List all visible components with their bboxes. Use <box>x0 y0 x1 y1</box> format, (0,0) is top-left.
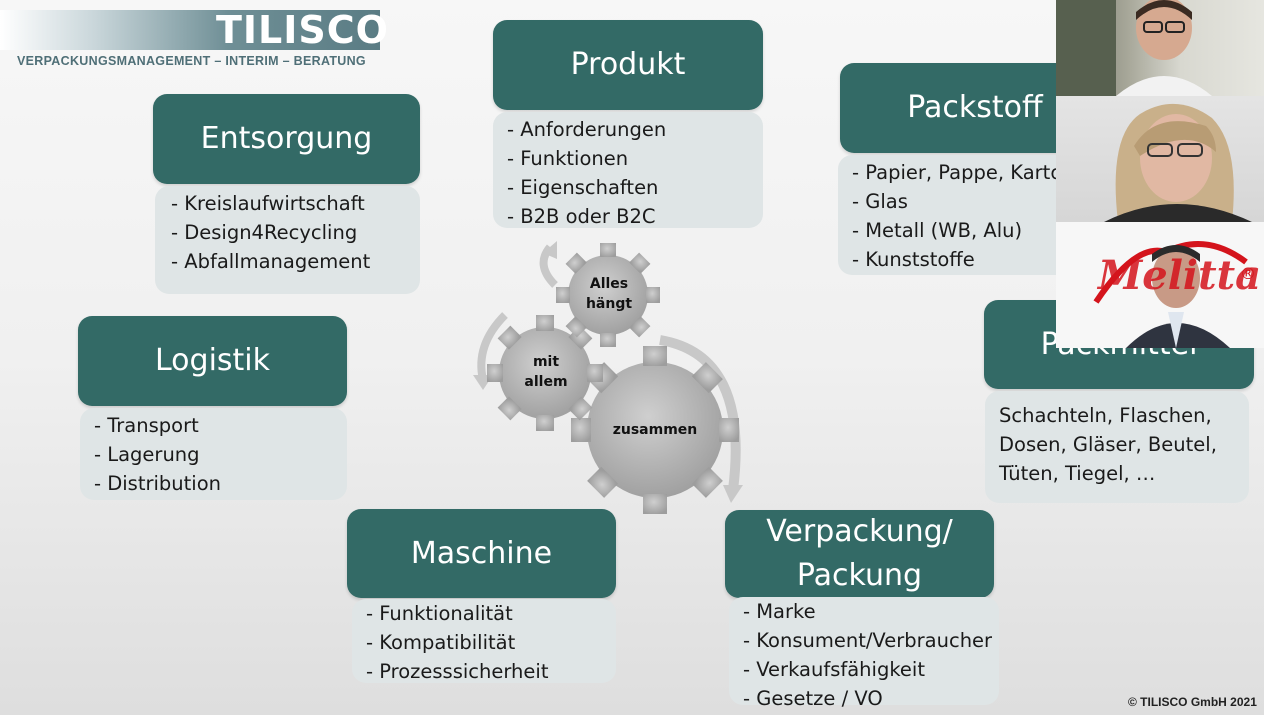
gear-label-top-line2: hängt <box>585 296 633 312</box>
packstoff-title: Packstoff <box>907 90 1043 125</box>
cycle-arrow-right <box>659 335 741 491</box>
list-item: - Kunststoffe <box>852 248 975 271</box>
list-item: - Kompatibilität <box>366 631 516 654</box>
gears-graphic <box>473 241 743 514</box>
participant-avatar <box>1093 241 1248 348</box>
list-item: - Papier, Pappe, Karto <box>852 161 1063 184</box>
arrow-head-top <box>543 241 557 259</box>
list-item: Tüten, Tiegel, … <box>999 462 1156 485</box>
logo-banner <box>0 10 380 50</box>
verpackung-list: - Marke - Konsument/Verbraucher - Verkau… <box>729 597 999 710</box>
maschine-list: - Funktionalität - Kompatibilität - Proz… <box>352 599 616 683</box>
gear-label-left: mit allem <box>515 352 577 392</box>
list-item: - Kreislaufwirtschaft <box>171 192 365 215</box>
participant-avatar <box>1056 0 1212 96</box>
entsorgung-title: Entsorgung <box>200 121 373 156</box>
list-item: - Metall (WB, Alu) <box>852 219 1023 242</box>
verpackung-title-line2: Packung <box>796 558 923 593</box>
verpackung-title-line1: Verpackung/ <box>766 514 953 549</box>
gear-top <box>556 243 660 347</box>
logistik-list: - Transport - Lagerung - Distribution <box>80 408 347 500</box>
video-tile-1[interactable] <box>1056 0 1264 96</box>
maschine-title: Maschine <box>410 535 553 571</box>
list-item: - Konsument/Verbraucher <box>743 629 993 652</box>
list-item: Dosen, Gläser, Beutel, <box>999 433 1217 456</box>
list-item: - Eigenschaften <box>507 176 659 199</box>
gear-label-left-line2: allem <box>524 374 568 390</box>
logistik-title: Logistik <box>154 343 271 378</box>
list-item: - Glas <box>852 190 908 213</box>
packstoff-list: - Papier, Pappe, Karto - Glas - Metall (… <box>838 155 1078 275</box>
cycle-arrow-left <box>477 312 508 381</box>
gear-label-left-line1: mit <box>532 354 560 370</box>
entsorgung-header: Entsorgung <box>153 94 420 184</box>
video-tile-3[interactable]: Melitta ® <box>1056 222 1264 348</box>
gear-label-top-line1: Alles <box>589 276 629 292</box>
arrow-head-right <box>723 485 743 503</box>
entsorgung-list: - Kreislaufwirtschaft - Design4Recycling… <box>155 186 420 294</box>
list-item: - Design4Recycling <box>171 221 358 244</box>
produkt-header: Produkt <box>493 20 763 110</box>
gear-label-big-text: zusammen <box>612 422 698 438</box>
list-item: - Anforderungen <box>507 118 667 141</box>
list-item: - Funktionen <box>507 147 629 170</box>
gear-label-big: zusammen <box>605 420 705 440</box>
list-item: - Marke <box>743 600 816 623</box>
brand-tagline: VERPACKUNGSMANAGEMENT – INTERIM – BERATU… <box>17 54 366 68</box>
copyright-notice: © TILISCO GmbH 2021 <box>1128 695 1257 709</box>
registered-mark: ® <box>1240 264 1256 283</box>
list-item: - Distribution <box>94 472 221 495</box>
list-item: - Transport <box>94 414 199 437</box>
verpackung-header: Verpackung/ Packung <box>725 510 994 598</box>
maschine-header: Maschine <box>347 509 616 598</box>
produkt-list: - Anforderungen - Funktionen - Eigenscha… <box>493 112 763 228</box>
packmittel-list: Schachteln, Flaschen, Dosen, Gläser, Beu… <box>985 391 1249 503</box>
gear-label-top: Alles hängt <box>577 274 641 314</box>
logistik-header: Logistik <box>78 316 347 406</box>
list-item: - B2B oder B2C <box>507 205 656 228</box>
list-item: - Verkaufsfähigkeit <box>743 658 925 681</box>
list-item: - Funktionalität <box>366 602 513 625</box>
list-item: - Lagerung <box>94 443 200 466</box>
brand-logo: TILISCO <box>216 8 389 52</box>
list-item: - Prozesssicherheit <box>366 660 549 683</box>
gear-left <box>487 315 603 431</box>
list-item: - Abfallmanagement <box>171 250 371 273</box>
participant-avatar <box>1104 103 1252 222</box>
list-item: - Gesetze / VO <box>743 687 883 710</box>
list-item: Schachteln, Flaschen, <box>999 404 1212 427</box>
video-tile-2[interactable] <box>1056 96 1264 222</box>
produkt-title: Produkt <box>570 47 686 82</box>
melitta-logo: Melitta <box>1098 252 1261 299</box>
gear-big <box>571 346 739 514</box>
